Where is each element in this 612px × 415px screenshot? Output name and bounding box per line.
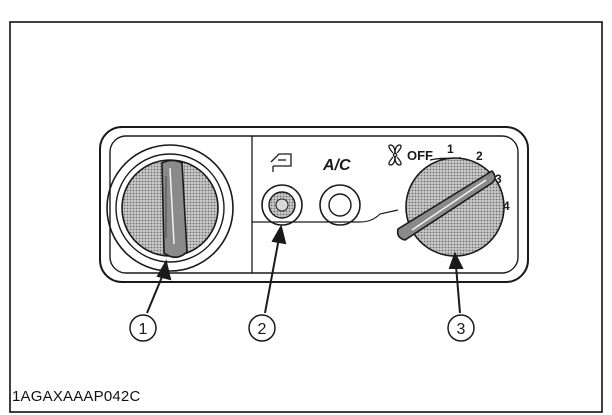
callout-2: 2 [248, 314, 276, 342]
recirculation-button[interactable] [261, 184, 303, 226]
ac-button[interactable] [319, 184, 361, 226]
fan-speed-knob[interactable] [396, 157, 505, 257]
ac-label: A/C [322, 157, 351, 174]
callout-1: 1 [129, 314, 157, 342]
fan-speed-4: 4 [503, 199, 510, 213]
fan-off-label: OFF [407, 148, 433, 163]
callout-3: 3 [447, 314, 475, 342]
fan-icon [388, 144, 402, 166]
panel-step-line [252, 209, 399, 223]
fan-speed-3: 3 [495, 172, 502, 186]
panel-inner [109, 135, 519, 274]
figure-frame [9, 21, 603, 413]
svg-text:3: 3 [457, 321, 466, 338]
fan-speed-2: 2 [476, 149, 483, 163]
callout-arrows [146, 224, 464, 314]
fan-speed-1: 1 [447, 142, 454, 156]
svg-text:2: 2 [258, 321, 267, 338]
temperature-knob[interactable] [106, 144, 234, 272]
figure-code: 1AGAXAAAP042C [12, 388, 141, 405]
recirculation-icon [270, 153, 292, 172]
svg-text:1: 1 [139, 321, 148, 338]
panel-outer [99, 126, 529, 283]
